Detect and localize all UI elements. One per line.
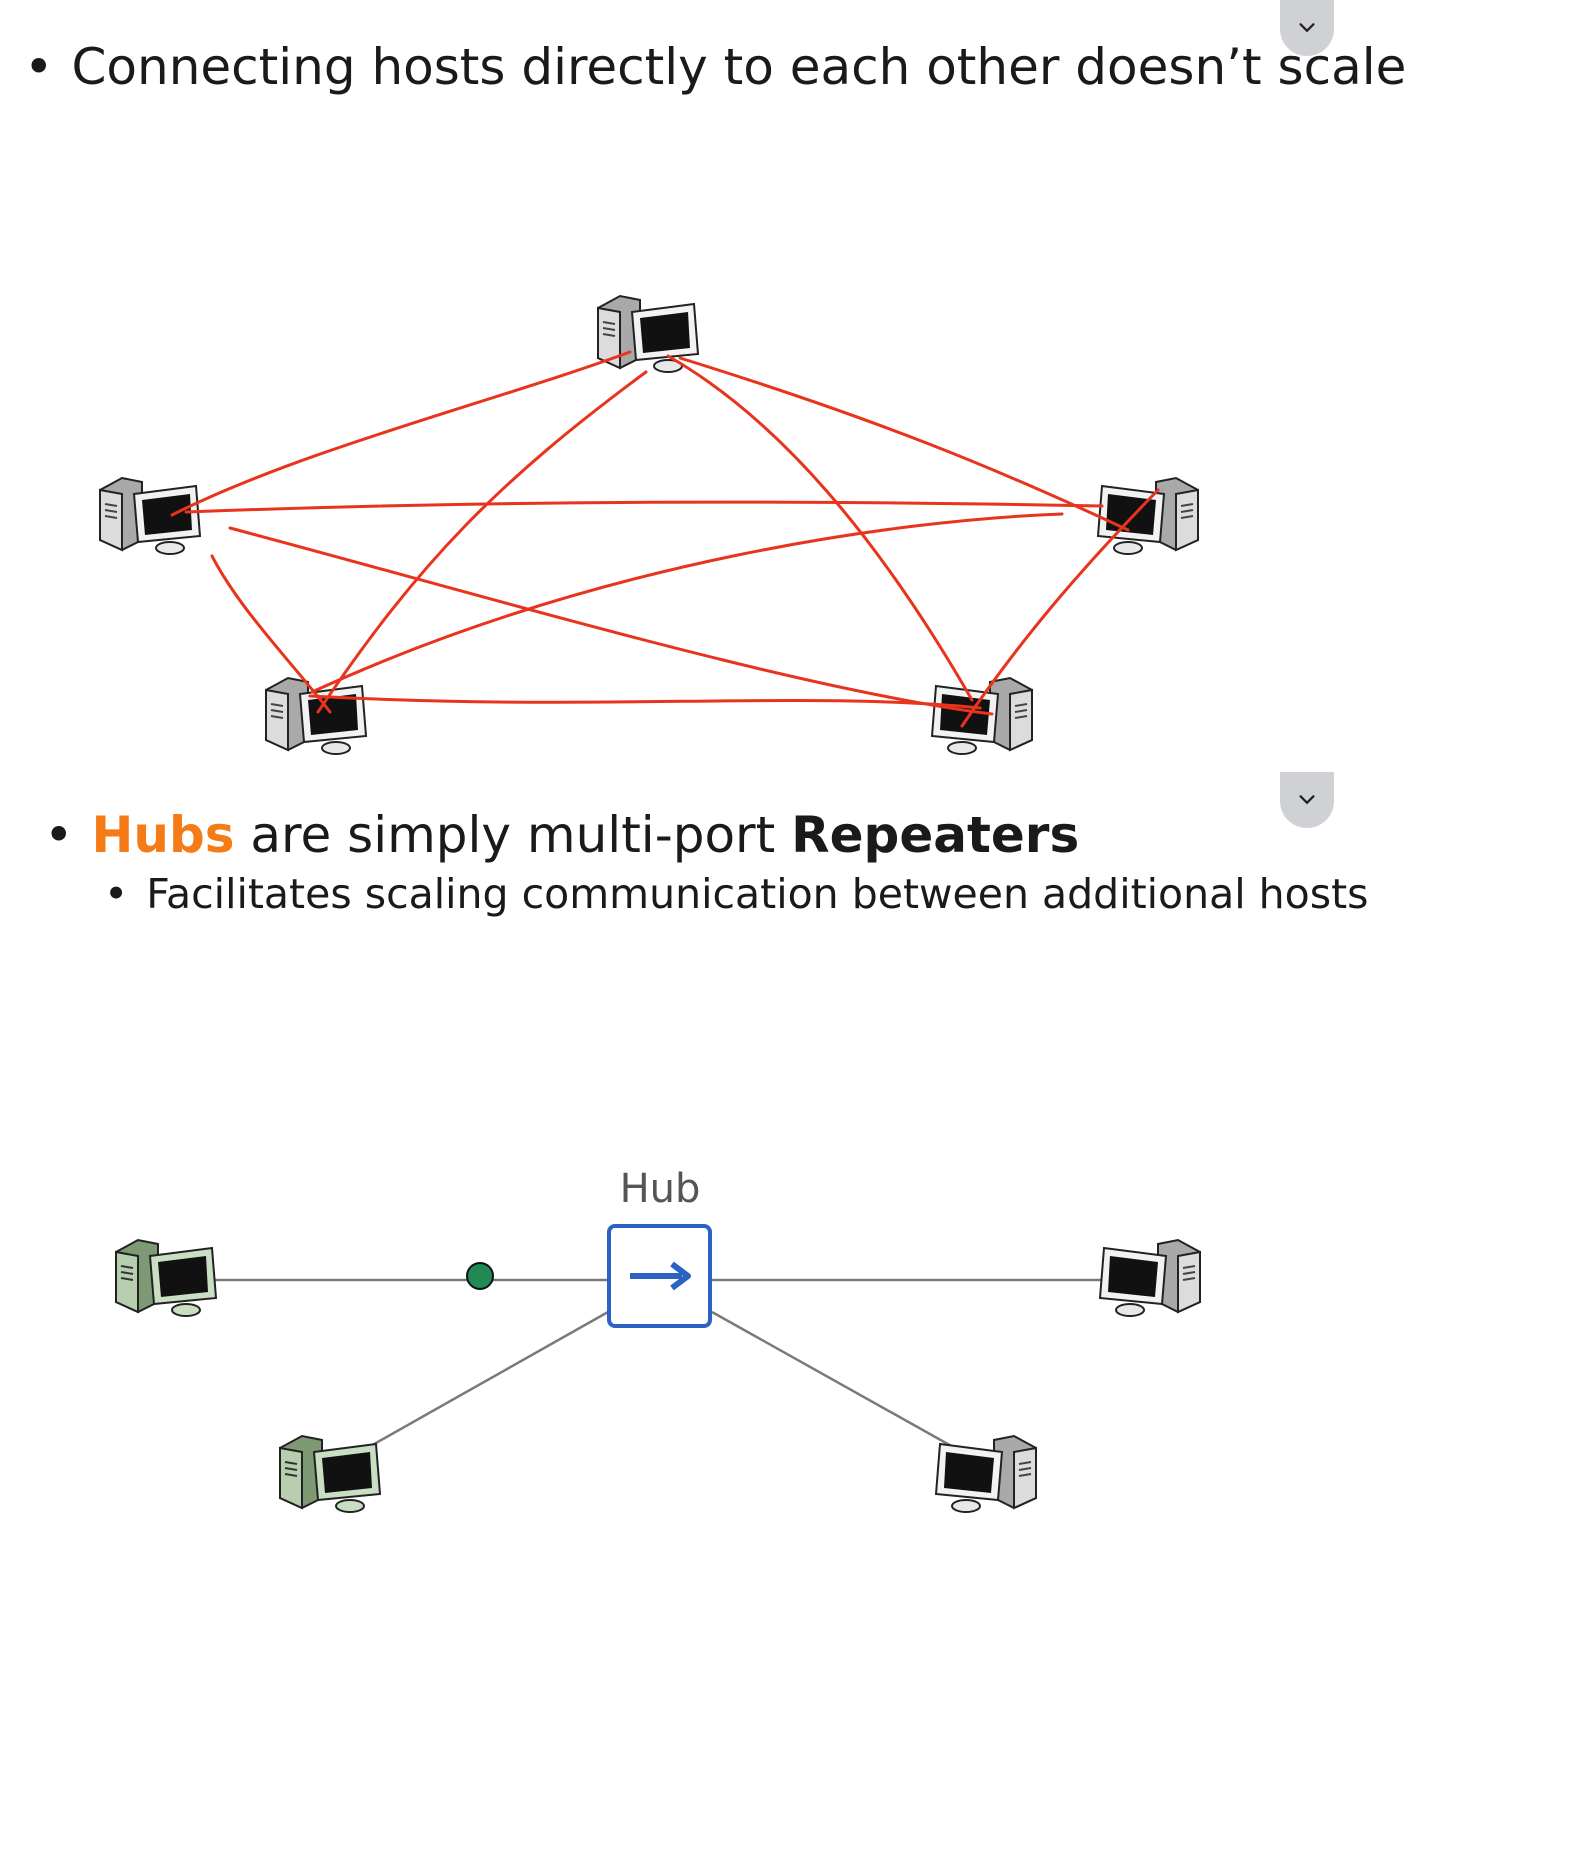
packet-dot — [466, 1262, 494, 1290]
sub-bullet-text: Facilitates scaling communication betwee… — [146, 870, 1369, 918]
hub-links — [210, 1278, 1104, 1454]
bullet-middle-text: are simply multi-port — [234, 806, 792, 864]
host-bottom-right — [935, 1435, 1037, 1513]
chevron-down-icon — [1299, 795, 1315, 805]
sub-bullet-scaling: •Facilitates scaling communication betwe… — [104, 870, 1369, 918]
repeaters-term: Repeaters — [791, 806, 1080, 864]
host-right — [1099, 1239, 1201, 1317]
host-bottom-right — [931, 677, 1033, 755]
mesh-links — [170, 350, 1160, 728]
bullet-text: Connecting hosts directly to each other … — [71, 38, 1407, 96]
bullet-hubs: •Hubs are simply multi-port Repeaters — [44, 806, 1080, 864]
host-right — [1097, 477, 1199, 555]
arrow-right-icon — [630, 1261, 691, 1291]
collapse-button-top[interactable] — [1280, 0, 1334, 56]
sender-host-bottom-left — [279, 1435, 381, 1513]
chevron-down-icon — [1299, 23, 1315, 33]
collapse-button-bottom[interactable] — [1280, 772, 1334, 828]
hub-label: Hub — [619, 1166, 701, 1212]
bullet-connecting-hosts: •Connecting hosts directly to each other… — [24, 38, 1407, 96]
host-left — [99, 477, 201, 555]
hub-diagram — [115, 1224, 1201, 1513]
host-top — [597, 295, 699, 373]
hub-box[interactable] — [607, 1224, 712, 1328]
sender-host-left — [115, 1239, 217, 1317]
mesh-diagram — [99, 295, 1199, 755]
hubs-term: Hubs — [91, 806, 235, 864]
